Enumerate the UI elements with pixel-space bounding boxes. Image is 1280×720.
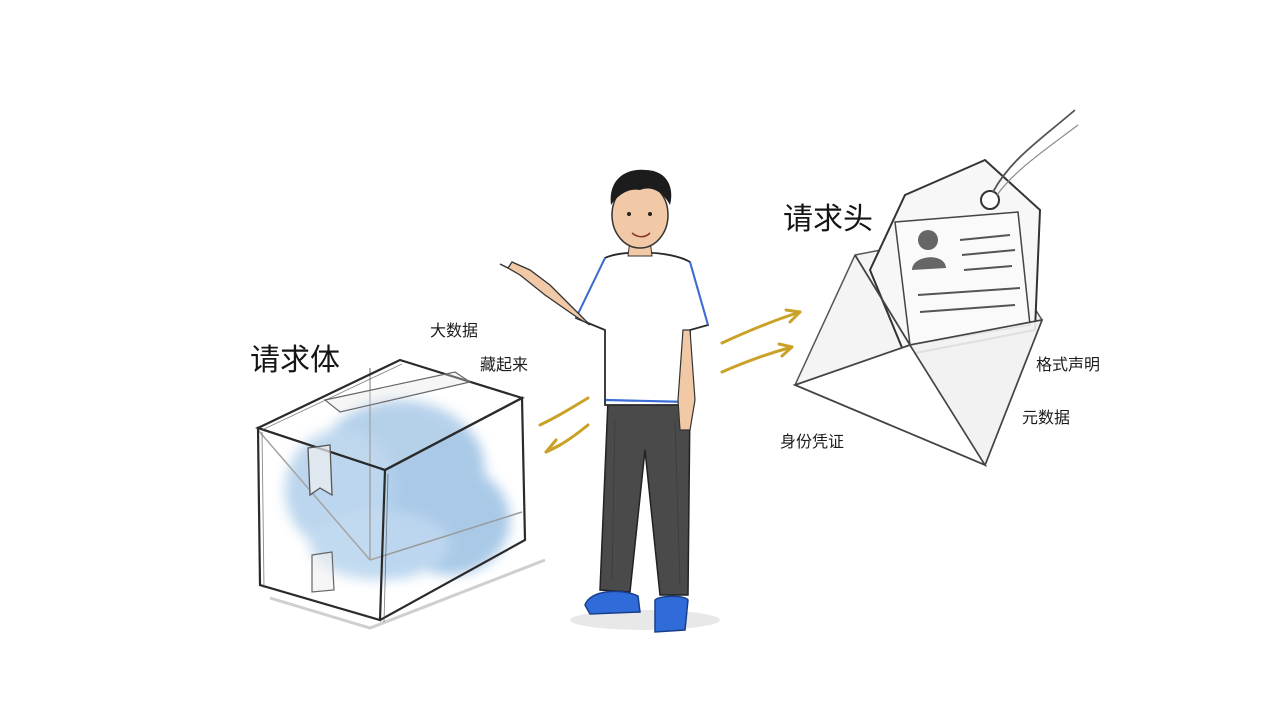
arrow-to-header <box>720 308 802 374</box>
request-header-envelope <box>792 109 1079 467</box>
request-body-title: 请求体 <box>250 343 340 378</box>
request-body-note-hidden: 藏起来 <box>480 355 529 374</box>
id-tag-card <box>868 109 1079 357</box>
request-header-note-credentials: 身份凭证 <box>780 432 845 451</box>
request-body-note-big-data: 大数据 <box>430 321 479 340</box>
request-header-title: 请求头 <box>783 202 873 237</box>
request-body-box <box>255 358 546 630</box>
request-header-note-format: 格式声明 <box>1036 355 1101 374</box>
person-figure <box>499 169 720 633</box>
arrow-to-body <box>538 396 590 454</box>
request-header-note-metadata: 元数据 <box>1022 408 1071 427</box>
